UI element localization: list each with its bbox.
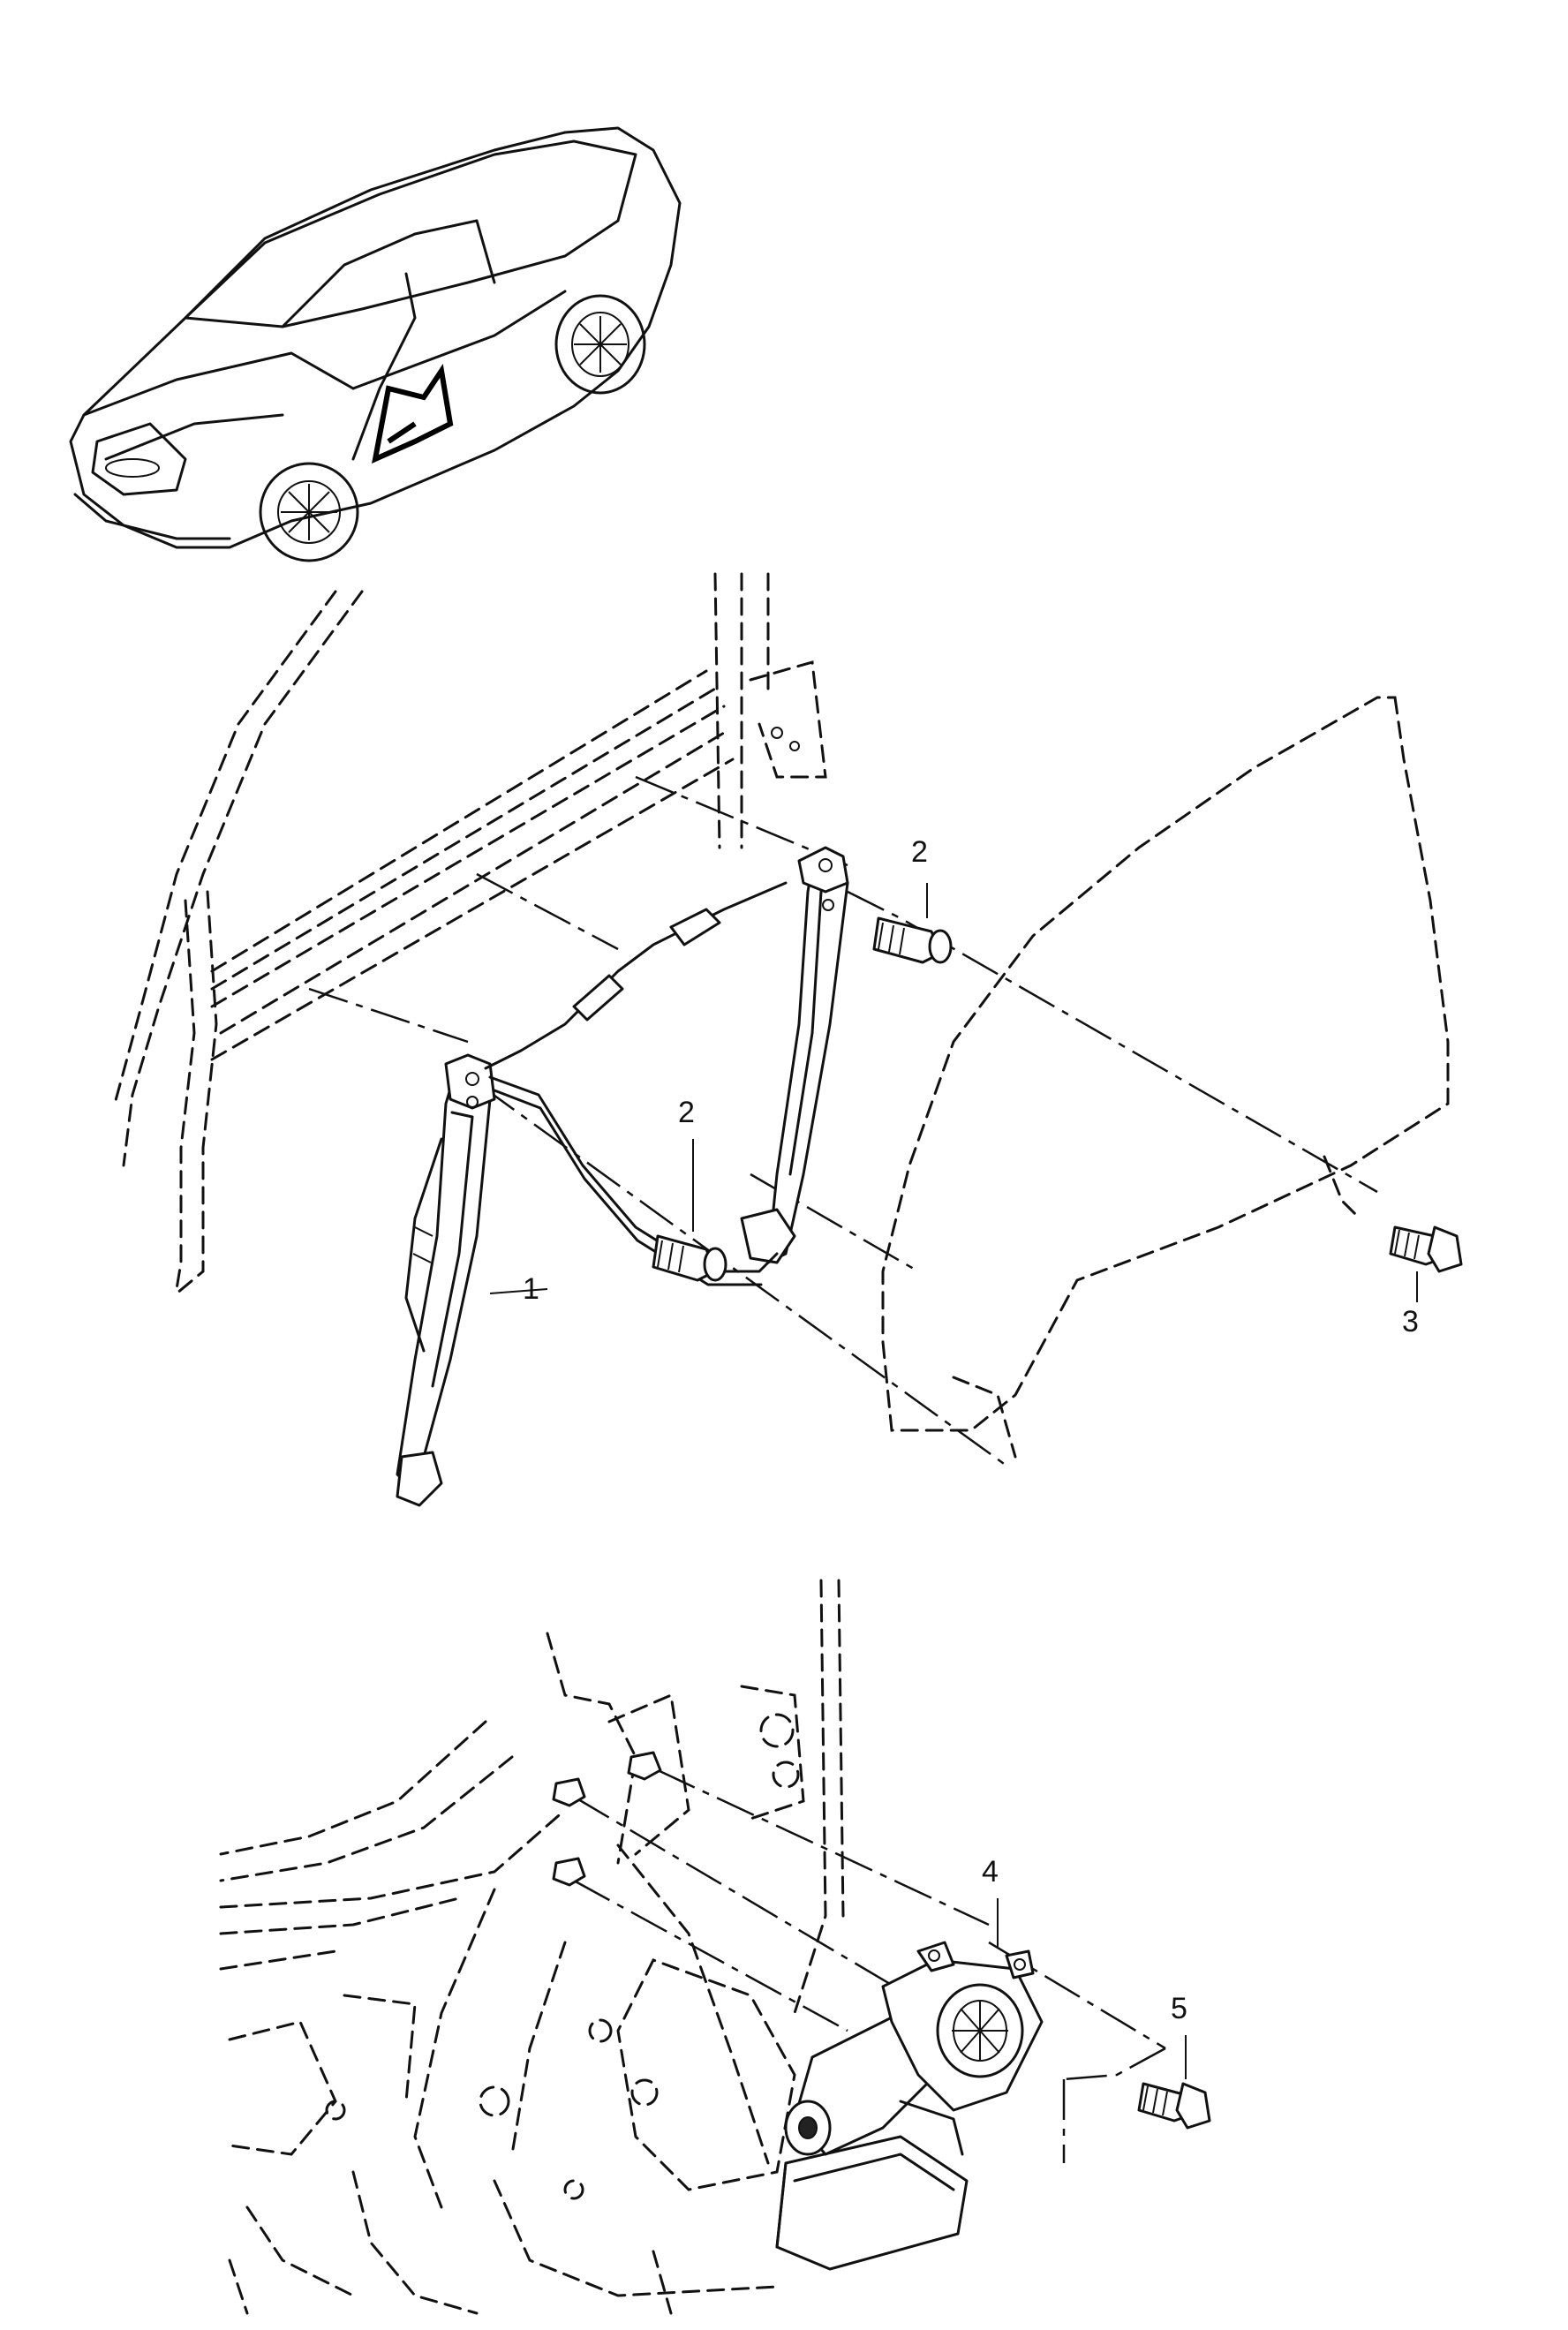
- callout-5: 5: [1171, 1992, 1187, 2025]
- door-frame-outline: [113, 572, 827, 1295]
- car-overview-icon: [69, 126, 682, 562]
- callout-leaders-upper: [489, 883, 1418, 1302]
- bolt-3-icon: [1389, 1225, 1463, 1273]
- bolt-5-icon: [1137, 2082, 1211, 2130]
- callout-leaders-lower: [997, 1898, 1187, 2079]
- door-inner-panel-outline: [219, 1579, 845, 2315]
- callout-3: 3: [1402, 1305, 1419, 1338]
- callout-2-upper: 2: [911, 835, 928, 869]
- callout-4: 4: [982, 1855, 999, 1889]
- bolt-2a-icon: [872, 916, 953, 964]
- callout-1: 1: [523, 1272, 539, 1306]
- window-motor-icon: [775, 1941, 1044, 2271]
- alignment-lines-upper: [308, 775, 1378, 1467]
- bolt-2b-icon: [652, 1234, 727, 1282]
- mounting-studs: [552, 1751, 662, 1887]
- door-window-glass-icon: [881, 696, 1450, 1459]
- callout-2-lower: 2: [678, 1096, 695, 1129]
- window-regulator-icon: [396, 846, 849, 1507]
